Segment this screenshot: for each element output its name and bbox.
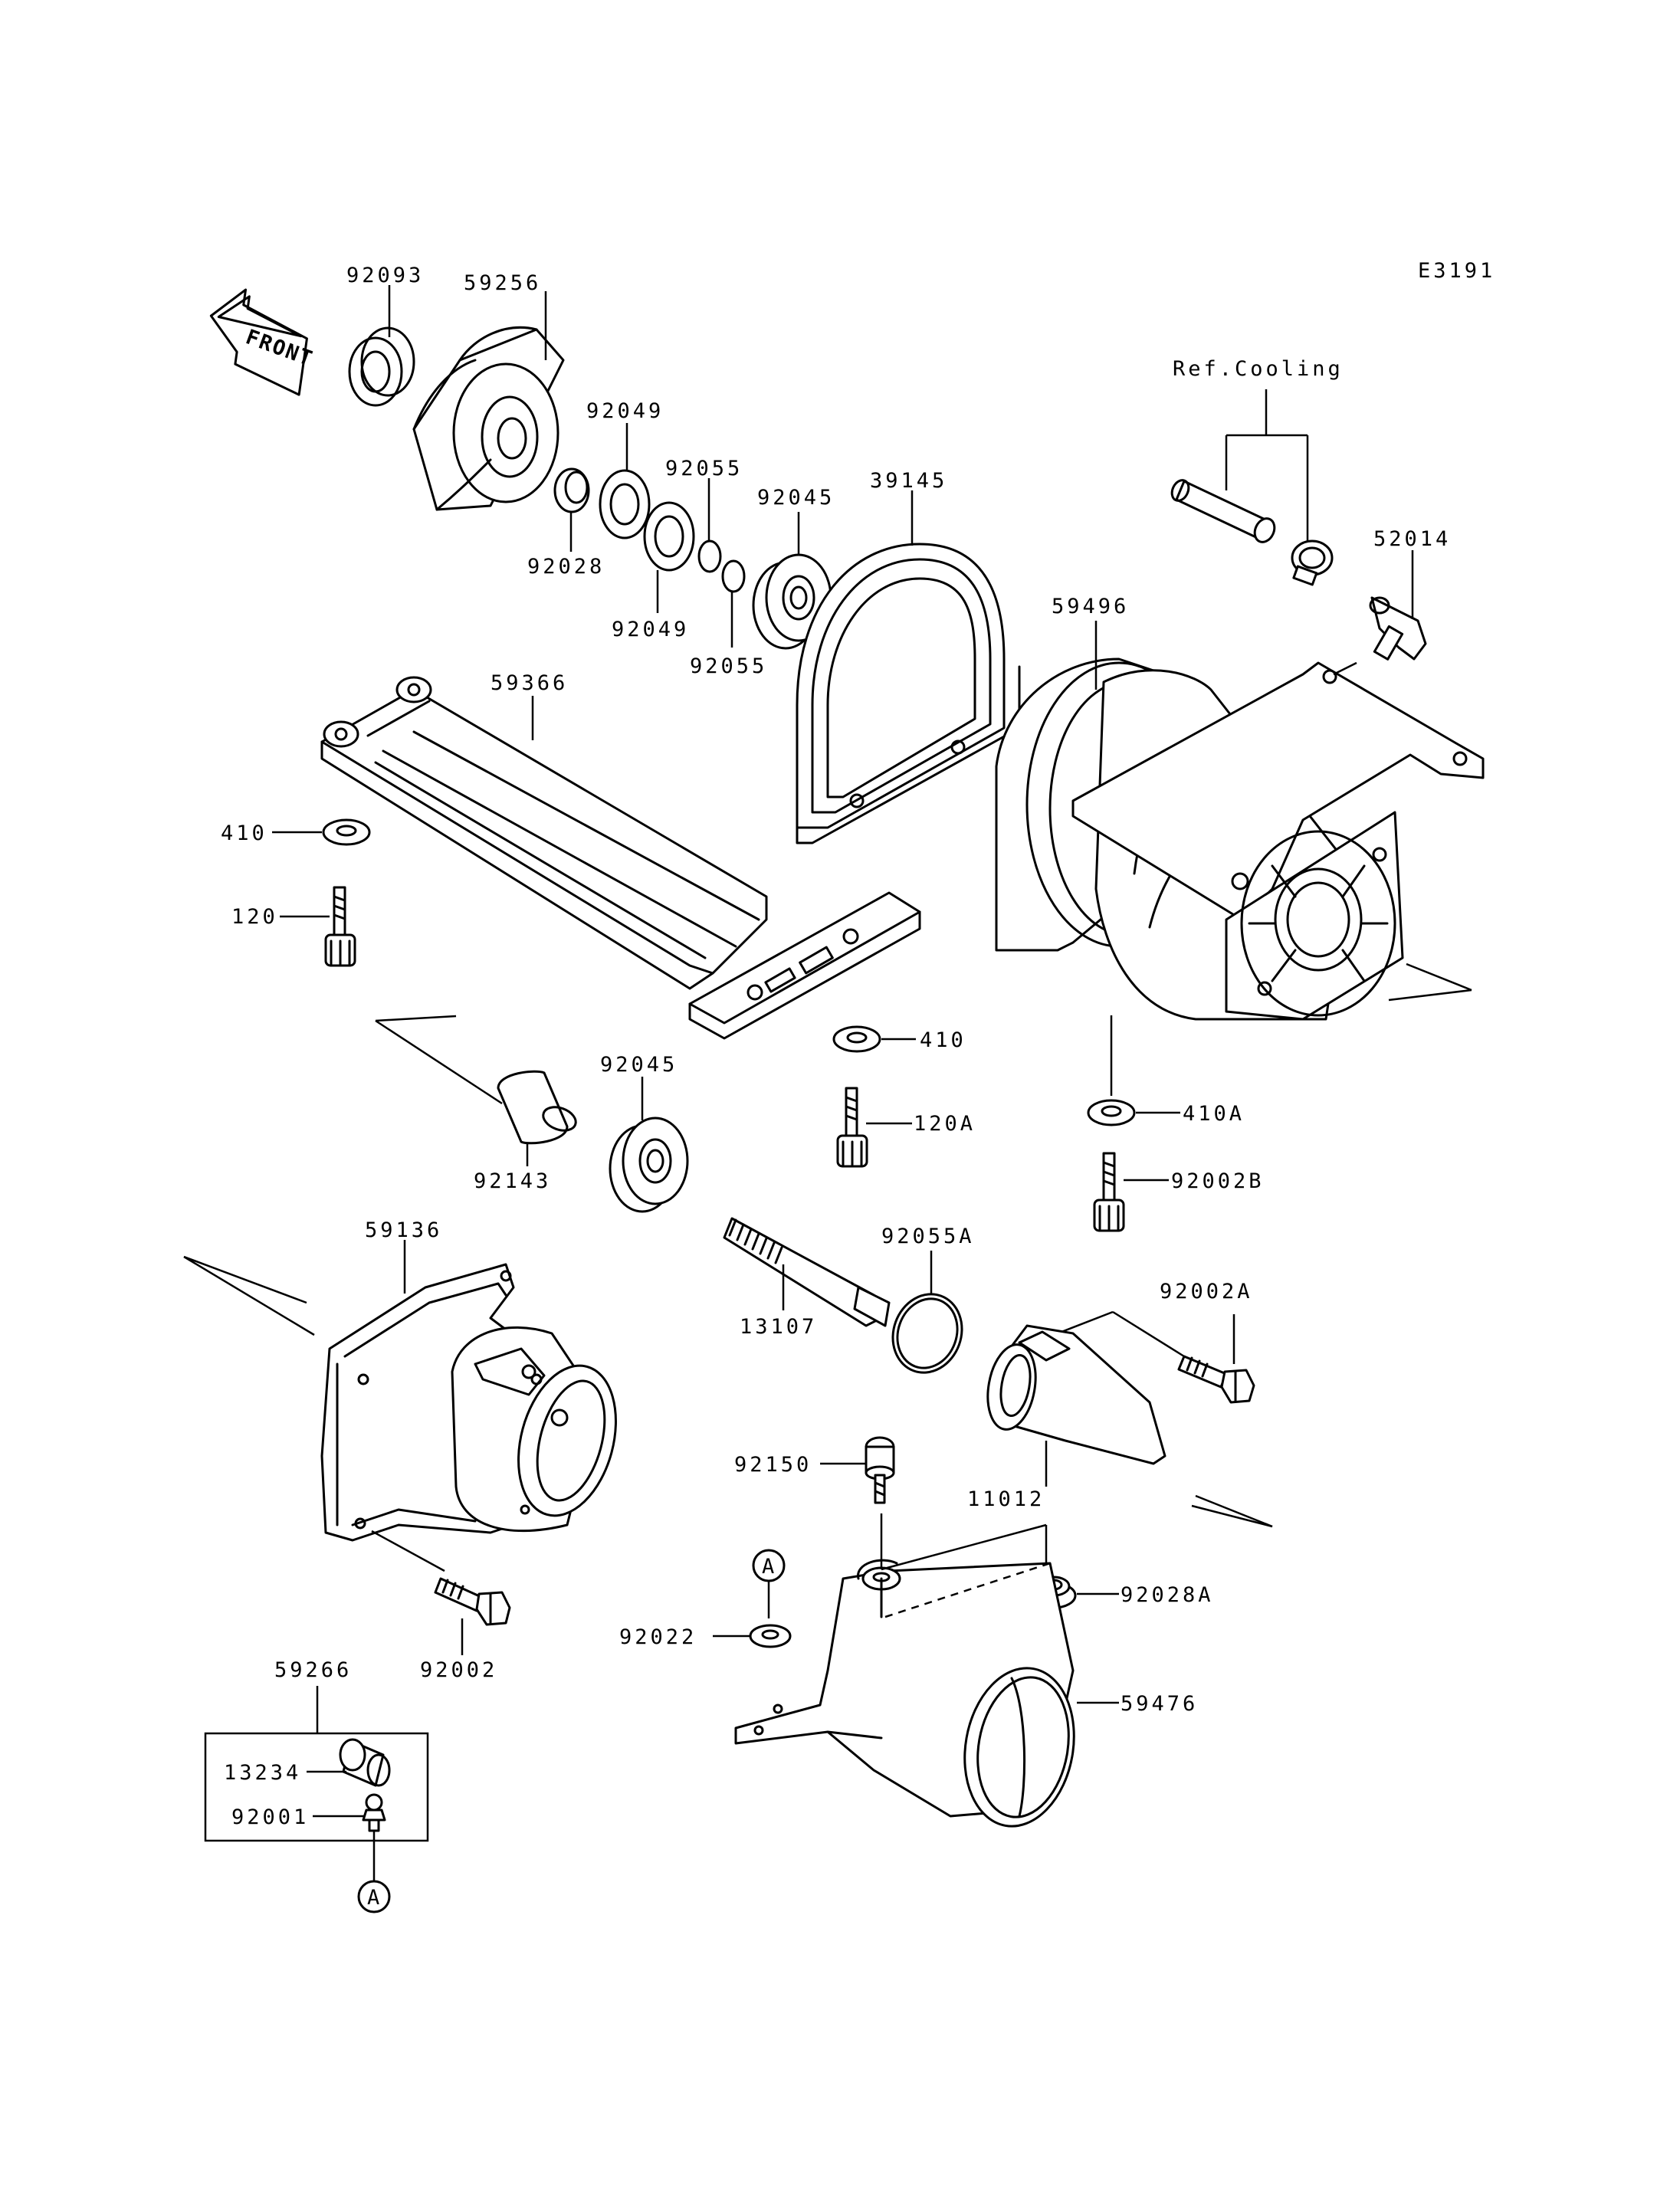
label-92049-a: 92049 xyxy=(586,399,664,423)
part-92045-bearing-b xyxy=(609,1117,689,1213)
part-92002-bolt xyxy=(434,1577,511,1626)
part-92150-bolt xyxy=(865,1436,895,1504)
label-92022: 92022 xyxy=(619,1625,697,1649)
part-39145-gasket xyxy=(796,543,1021,844)
part-13234-cap xyxy=(339,1738,391,1787)
label-92001: 92001 xyxy=(231,1805,309,1829)
label-92045-b: 92045 xyxy=(600,1053,678,1077)
part-92022-washer xyxy=(749,1624,792,1648)
front-arrow-icon: FRONT xyxy=(209,288,317,396)
part-410-washer-a xyxy=(322,818,371,846)
kit-59266-box xyxy=(204,1732,429,1842)
label-13107: 13107 xyxy=(740,1315,817,1339)
callout-a-upper-letter: A xyxy=(762,1555,774,1579)
label-92028: 92028 xyxy=(527,555,605,579)
label-59496: 59496 xyxy=(1052,595,1129,618)
label-59266: 59266 xyxy=(274,1658,352,1682)
part-cooling-hose xyxy=(1170,479,1276,543)
label-59136: 59136 xyxy=(365,1218,442,1242)
part-120A-bolt xyxy=(836,1087,868,1168)
part-59366-plate xyxy=(320,676,921,1040)
part-hose-clamp xyxy=(1291,539,1334,586)
part-92045-bearing-a xyxy=(752,553,832,650)
label-92002B: 92002B xyxy=(1171,1169,1265,1193)
callout-a-upper: A xyxy=(752,1549,786,1582)
label-59476: 59476 xyxy=(1121,1692,1198,1716)
label-39145: 39145 xyxy=(870,469,947,493)
label-92002: 92002 xyxy=(420,1658,497,1682)
label-92093: 92093 xyxy=(346,264,424,287)
label-92049-b: 92049 xyxy=(612,618,689,641)
part-92028-collar xyxy=(553,467,590,513)
part-410A-washer xyxy=(1087,1099,1136,1126)
part-92002A-bolt xyxy=(1177,1355,1255,1404)
part-59256-impeller xyxy=(412,326,565,511)
label-92055-a: 92055 xyxy=(665,457,743,480)
part-13107-shaft xyxy=(723,1217,891,1327)
part-120-bolt xyxy=(324,886,356,967)
part-92143-spacer xyxy=(497,1070,577,1145)
part-11012-cone xyxy=(986,1324,1166,1465)
part-59496-pump-case xyxy=(995,657,1485,1021)
part-92002B-bolt xyxy=(1093,1152,1125,1232)
label-410-a: 410 xyxy=(221,821,267,845)
diagram-code: E3191 xyxy=(1418,259,1495,283)
part-92055-oring-a xyxy=(697,539,722,573)
label-11012: 11012 xyxy=(967,1487,1045,1511)
part-410-washer-b xyxy=(832,1025,881,1053)
label-52014: 52014 xyxy=(1373,527,1451,551)
part-92055-oring-b xyxy=(721,559,746,593)
label-92150: 92150 xyxy=(734,1453,812,1477)
label-120A: 120A xyxy=(914,1112,976,1136)
part-59136-housing xyxy=(320,1263,617,1542)
label-92002A: 92002A xyxy=(1160,1280,1253,1303)
part-52014-elbow xyxy=(1369,596,1427,661)
part-92049-washer-b xyxy=(643,501,695,572)
label-92055-b: 92055 xyxy=(690,654,767,678)
ref-cooling-label: Ref.Cooling xyxy=(1173,357,1344,381)
label-92143: 92143 xyxy=(474,1169,551,1193)
label-410A: 410A xyxy=(1183,1102,1245,1126)
part-92049-washer-a xyxy=(599,469,651,539)
callout-a-lower: A xyxy=(357,1880,391,1913)
label-13234: 13234 xyxy=(224,1761,301,1785)
label-92028A: 92028A xyxy=(1121,1583,1214,1607)
part-59476-nozzle xyxy=(734,1559,1075,1828)
label-120: 120 xyxy=(231,905,278,929)
part-92093-seal xyxy=(348,326,415,407)
label-92045-a: 92045 xyxy=(757,486,835,510)
part-92001-nipple xyxy=(362,1793,386,1832)
label-59366: 59366 xyxy=(491,671,568,695)
callout-a-lower-letter: A xyxy=(367,1886,379,1910)
part-92055A-oring xyxy=(891,1293,963,1374)
label-59256: 59256 xyxy=(464,271,541,295)
label-92055A: 92055A xyxy=(881,1225,975,1248)
label-410-b: 410 xyxy=(920,1028,966,1052)
